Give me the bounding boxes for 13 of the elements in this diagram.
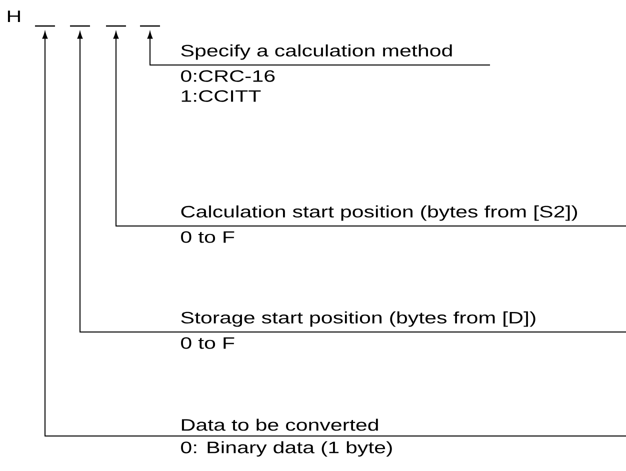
arrow	[42, 32, 180, 436]
description-heading: Storage start position (bytes from [D])	[181, 311, 536, 327]
arrow	[77, 32, 180, 332]
option-list: 0 to F	[181, 231, 234, 243]
description-heading: Calculation start position (bytes from [S2])	[181, 205, 578, 221]
option-list: 0:CRC-16 1:CCITT	[181, 70, 275, 102]
arrow	[147, 32, 180, 66]
description-heading: Data to be converted	[182, 418, 378, 431]
description-heading: Specify a calculation method	[181, 44, 452, 60]
option-list: 0 to F	[181, 337, 234, 349]
option-list: 0: Binary data (1 byte)	[181, 441, 392, 457]
prefix-letter: H	[8, 10, 20, 22]
arrow	[113, 32, 180, 226]
